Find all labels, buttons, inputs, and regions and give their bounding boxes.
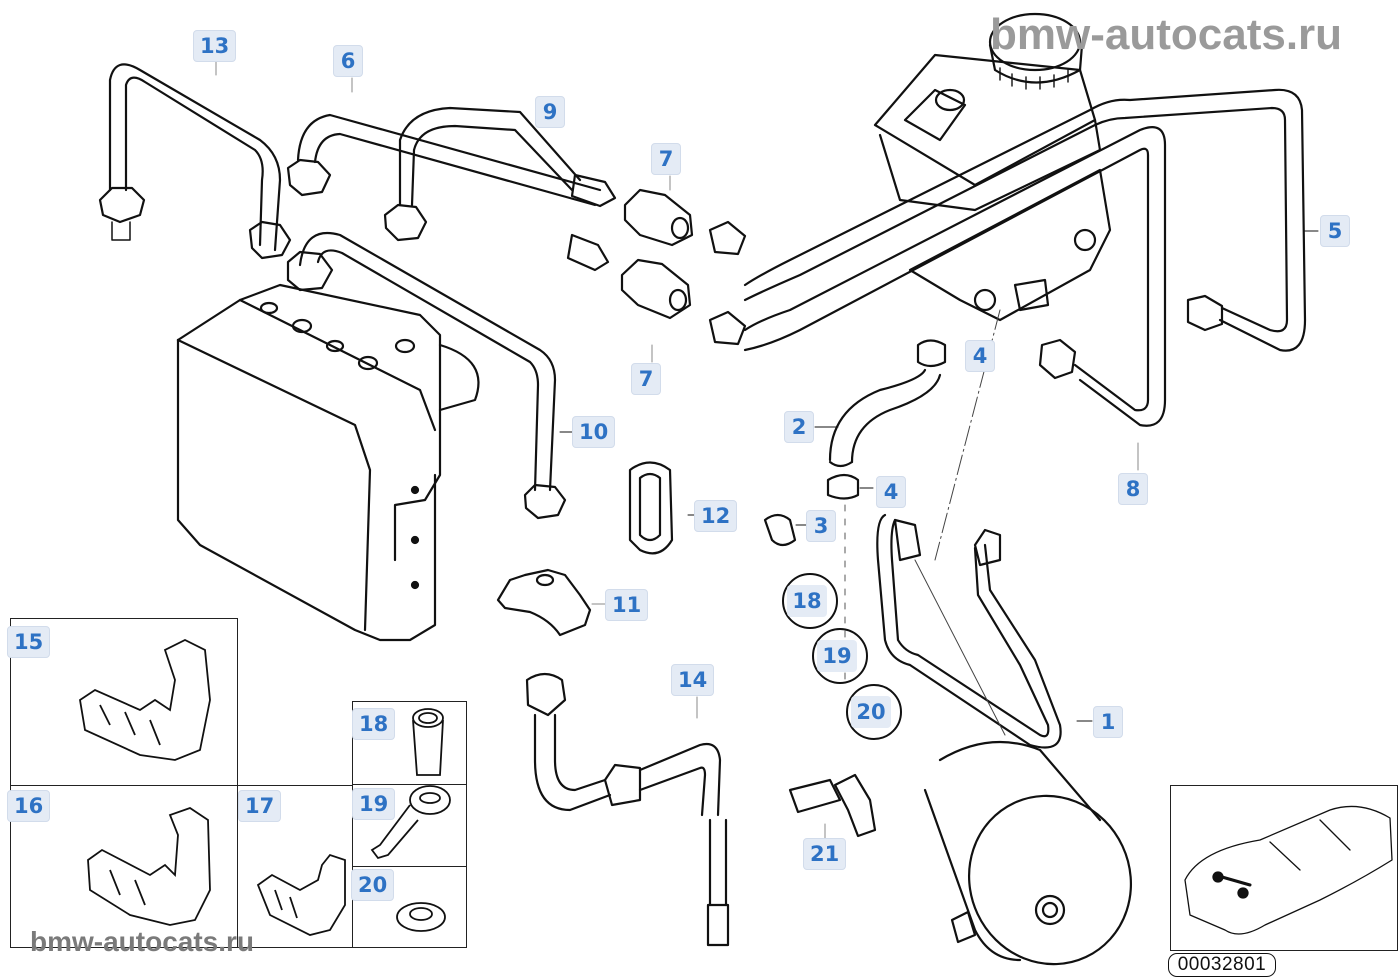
callout-8[interactable]: 8 xyxy=(1118,473,1148,505)
watermark-bottom: bmw-autocats.ru xyxy=(30,926,255,957)
callout-21[interactable]: 21 xyxy=(803,838,847,870)
pump-motor xyxy=(923,740,1133,966)
callout-20-label: 20 xyxy=(851,696,891,728)
callout-2[interactable]: 2 xyxy=(784,411,814,443)
brake-pipe-8 xyxy=(743,126,1167,427)
callout-12[interactable]: 12 xyxy=(694,500,738,532)
gasket-18-drawing xyxy=(412,708,444,776)
inset-callout-17[interactable]: 17 xyxy=(238,790,282,822)
bracket-11 xyxy=(496,568,592,637)
callout-1[interactable]: 1 xyxy=(1093,706,1123,738)
brake-pipe-13 xyxy=(98,63,292,260)
vehicle-locator-drawing xyxy=(1184,805,1393,935)
fitting-7-upper xyxy=(623,188,694,247)
clip-15-drawing xyxy=(79,638,211,761)
brake-pipe-10 xyxy=(286,231,567,520)
brake-pipe-6 xyxy=(286,113,610,272)
diagram-reference-number: 00032801 xyxy=(1168,953,1276,977)
callout-4-upper[interactable]: 4 xyxy=(965,340,995,372)
inset-panel-20 xyxy=(352,866,467,948)
hose-2 xyxy=(828,368,942,468)
brake-pipe-1 xyxy=(876,513,1062,749)
grommet-12 xyxy=(628,461,674,555)
vehicle-locator-frame xyxy=(1170,785,1398,951)
callout-13[interactable]: 13 xyxy=(193,30,237,62)
callout-19-label: 19 xyxy=(817,640,857,672)
inset-callout-19[interactable]: 19 xyxy=(352,788,396,820)
cap-4-upper xyxy=(916,339,947,368)
fitting-lower-nut xyxy=(708,310,747,346)
clip-16-drawing xyxy=(87,807,211,926)
callout-14[interactable]: 14 xyxy=(671,664,715,696)
callout-7-lower[interactable]: 7 xyxy=(631,363,661,395)
washer-20-drawing xyxy=(396,902,446,932)
callout-3[interactable]: 3 xyxy=(806,510,836,542)
inset-callout-18[interactable]: 18 xyxy=(352,708,396,740)
callout-6[interactable]: 6 xyxy=(333,45,363,77)
callout-19-circled[interactable]: 19 xyxy=(812,628,868,684)
callout-18-label: 18 xyxy=(787,585,827,617)
callout-5[interactable]: 5 xyxy=(1320,215,1350,247)
callout-7-upper[interactable]: 7 xyxy=(651,143,681,175)
brake-hose-14 xyxy=(525,672,730,947)
callout-9[interactable]: 9 xyxy=(535,96,565,128)
angle-fitting-21 xyxy=(788,773,877,838)
inset-callout-16[interactable]: 16 xyxy=(7,790,51,822)
callout-10[interactable]: 10 xyxy=(572,416,616,448)
inset-callout-20[interactable]: 20 xyxy=(351,869,395,901)
fitting-upper-nut xyxy=(708,220,747,256)
callout-20-circled[interactable]: 20 xyxy=(846,684,902,740)
brake-pipe-5 xyxy=(743,88,1307,352)
callout-4-lower[interactable]: 4 xyxy=(876,476,906,508)
bleeder-valve-3 xyxy=(763,513,797,547)
clip-17-drawing xyxy=(256,853,346,936)
fitting-7-lower xyxy=(620,258,692,320)
brake-pipe-9 xyxy=(383,106,617,242)
inset-callout-15[interactable]: 15 xyxy=(7,626,51,658)
callout-18-circled[interactable]: 18 xyxy=(782,573,838,629)
cap-4-lower xyxy=(826,473,860,500)
watermark-top: bmw-autocats.ru xyxy=(990,10,1343,59)
abs-hydraulic-unit xyxy=(176,283,480,642)
banjo-19-drawing xyxy=(370,785,451,860)
callout-11[interactable]: 11 xyxy=(605,589,649,621)
